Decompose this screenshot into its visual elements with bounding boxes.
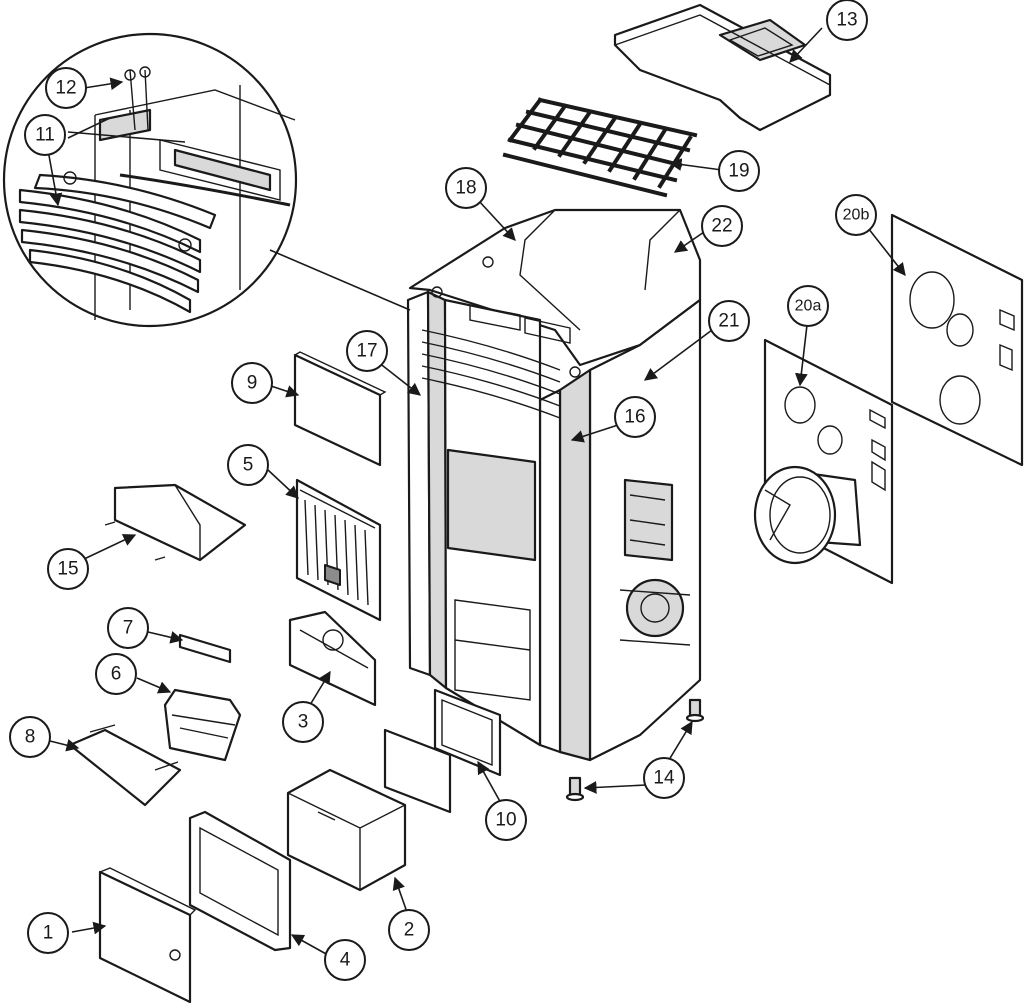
part-13-top-cover bbox=[613, 3, 832, 132]
callout-6: 6 bbox=[95, 653, 137, 695]
part-2-ash-drawer bbox=[286, 768, 407, 892]
callout-label: 19 bbox=[728, 161, 749, 182]
callout-5: 5 bbox=[227, 444, 269, 486]
callout-label: 16 bbox=[624, 407, 645, 428]
part-15-bracket bbox=[104, 483, 247, 562]
callout-label: 17 bbox=[356, 341, 377, 362]
part-1-ash-door bbox=[98, 867, 197, 1004]
callout-7: 7 bbox=[107, 607, 149, 649]
callout-label: 2 bbox=[404, 920, 415, 941]
callout-20b: 20b bbox=[835, 194, 877, 236]
callout-16: 16 bbox=[614, 396, 656, 438]
callout-label: 13 bbox=[836, 10, 857, 31]
callout-label: 4 bbox=[340, 950, 351, 971]
callout-label: 22 bbox=[711, 216, 732, 237]
callout-4: 4 bbox=[324, 939, 366, 981]
callout-14: 14 bbox=[643, 757, 685, 799]
callout-15: 15 bbox=[47, 548, 89, 590]
part-14-feet bbox=[565, 698, 705, 802]
callout-label: 15 bbox=[57, 559, 78, 580]
part-9-side-panel bbox=[293, 351, 387, 467]
callout-17: 17 bbox=[346, 330, 388, 372]
part-10-door-glass bbox=[383, 688, 502, 814]
callout-1: 1 bbox=[27, 912, 69, 954]
callout-3: 3 bbox=[282, 701, 324, 743]
callout-label: 21 bbox=[718, 311, 739, 332]
callout-13: 13 bbox=[826, 0, 868, 41]
callout-label: 6 bbox=[111, 664, 122, 685]
callout-label: 18 bbox=[455, 178, 476, 199]
callout-2: 2 bbox=[388, 909, 430, 951]
callout-label: 9 bbox=[247, 373, 258, 394]
callout-21: 21 bbox=[708, 300, 750, 342]
callout-label: 20a bbox=[795, 298, 822, 315]
part-8-ash-tray-rail bbox=[68, 724, 182, 807]
callout-10: 10 bbox=[485, 799, 527, 841]
part-19-mesh-grid bbox=[502, 97, 698, 198]
stove-body bbox=[406, 208, 702, 762]
part-6-burn-pot bbox=[163, 688, 242, 762]
callout-22: 22 bbox=[701, 205, 743, 247]
callout-12: 12 bbox=[45, 67, 87, 109]
callout-label: 11 bbox=[35, 125, 55, 146]
callout-9: 9 bbox=[231, 362, 273, 404]
callout-label: 8 bbox=[25, 727, 36, 748]
detail-magnifier bbox=[2, 32, 411, 328]
callout-label: 20b bbox=[843, 207, 870, 224]
part-20b-back-panel bbox=[890, 213, 1024, 467]
part-20a-panel-with-pipe bbox=[753, 338, 894, 585]
callout-18: 18 bbox=[445, 167, 487, 209]
leader-lines bbox=[45, 27, 906, 956]
callout-label: 10 bbox=[495, 810, 516, 831]
part-3-burn-pot-holder bbox=[288, 610, 377, 707]
part-4-gasket-frame bbox=[188, 810, 292, 952]
callout-label: 7 bbox=[123, 618, 134, 639]
callout-11: 11 bbox=[24, 114, 66, 156]
part-7-small-plate bbox=[178, 633, 232, 664]
callout-label: 3 bbox=[298, 712, 309, 733]
callout-20a: 20a bbox=[787, 285, 829, 327]
callout-label: 1 bbox=[43, 923, 54, 944]
callout-8: 8 bbox=[9, 716, 51, 758]
part-5-heat-exchanger-plate bbox=[295, 478, 382, 622]
callout-19: 19 bbox=[718, 150, 760, 192]
callout-label: 14 bbox=[653, 768, 675, 789]
callout-label: 5 bbox=[243, 455, 254, 476]
callout-label: 12 bbox=[55, 78, 76, 99]
